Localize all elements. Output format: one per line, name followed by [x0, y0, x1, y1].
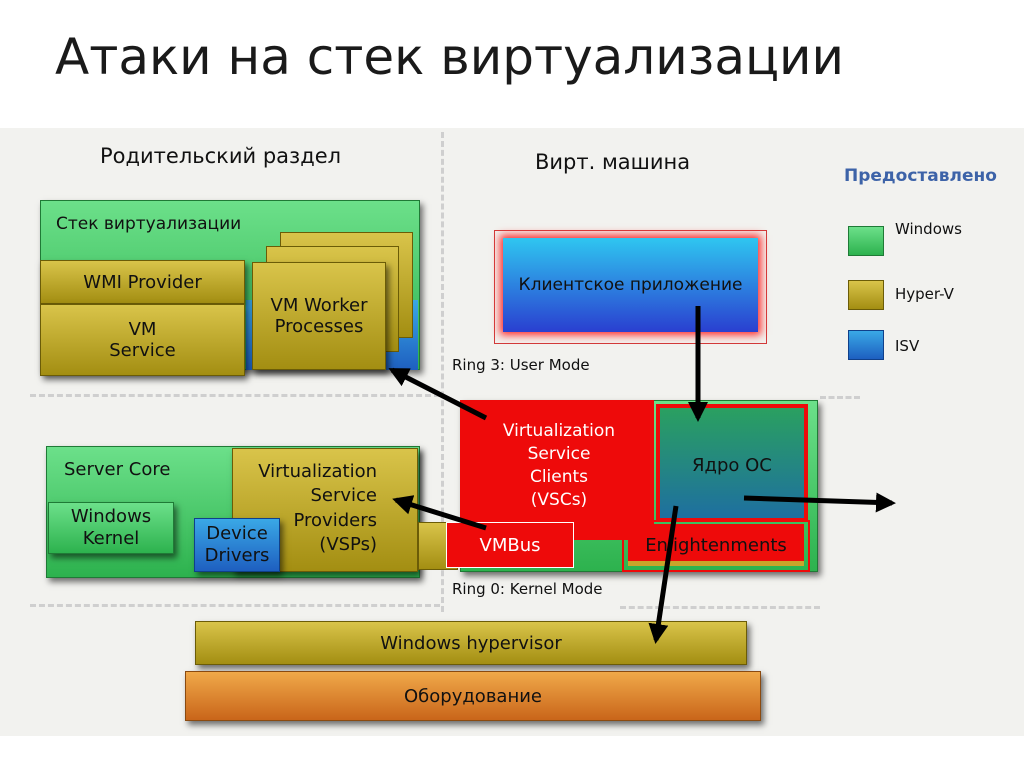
vm-service-line2: Service [109, 340, 176, 361]
ring3-label: Ring 3: User Mode [452, 356, 590, 374]
os-kernel-label: Ядро ОС [692, 455, 772, 476]
legend-swatch-isv [848, 330, 884, 360]
vm-heading: Вирт. машина [535, 150, 691, 174]
vsp-label: Virtualization Service Providers (VSPs) [240, 460, 377, 557]
vsc-line1: Virtualization [502, 421, 616, 441]
device-drivers-line1: Device [206, 523, 268, 545]
ring-divider-left-upper [30, 394, 440, 397]
legend-label-isv: ISV [895, 337, 920, 355]
legend-label-windows: Windows [895, 220, 962, 238]
vsp-line4: (VSPs) [319, 533, 377, 555]
enlightenments-label: Enlightenments [645, 534, 787, 556]
slide-title: Атаки на стек виртуализации [55, 28, 845, 86]
arrow-kernel-outward [743, 492, 896, 513]
parent-partition-heading: Родительский раздел [100, 144, 342, 168]
windows-kernel-line1: Windows [70, 505, 152, 527]
hypervisor-box: Windows hypervisor [195, 621, 747, 665]
arrow-vsc-to-worker [388, 367, 488, 421]
client-app-box: Клиентское приложение [503, 238, 758, 332]
server-core-label: Server Core [64, 459, 171, 480]
vm-worker-line2: Processes [274, 316, 364, 337]
ring-divider-right-upper [820, 396, 860, 399]
vsp-line2: Service [310, 485, 377, 507]
client-app-frame [494, 230, 767, 344]
enlightenments-box: Enlightenments [628, 524, 804, 566]
vsc-line2: Service [527, 443, 591, 464]
arrow-vmbus-to-vsp [392, 495, 487, 531]
os-kernel-box [656, 404, 808, 522]
vsc-line3: Clients [529, 466, 589, 487]
legend-label-hyperv: Hyper-V [895, 285, 954, 303]
device-drivers-box: Device Drivers [194, 518, 280, 572]
vsc-label: Virtualization Service Clients (VSCs) [470, 420, 648, 512]
enlightenments-frame [622, 520, 810, 572]
vm-worker-line1: VM Worker [270, 295, 368, 316]
vm-service-line1: VM [128, 319, 157, 340]
vsp-line1: Virtualization [258, 461, 377, 482]
wmi-provider-label: WMI Provider [83, 271, 202, 293]
vmbus-box: VMBus [446, 522, 574, 568]
hardware-box: Оборудование [185, 671, 761, 721]
legend-swatch-windows [848, 226, 884, 256]
vsc-box [460, 400, 654, 540]
hardware-label: Оборудование [404, 685, 542, 707]
windows-kernel-line2: Kernel [82, 528, 140, 549]
vsp-line3: Providers [293, 509, 378, 531]
arrow-kernel-to-hypervisor [648, 505, 679, 644]
vsc-line4: (VSCs) [530, 489, 588, 510]
vm-worker-processes-box: VM Worker Processes [252, 262, 386, 370]
vmbus-label: VMBus [479, 534, 541, 556]
ring0-label: Ring 0: Kernel Mode [452, 580, 603, 598]
virtualization-stack-label: Стек виртуализации [56, 214, 242, 234]
partition-divider [441, 132, 444, 612]
device-drivers-line2: Drivers [204, 545, 270, 566]
legend-swatch-hyperv [848, 280, 884, 310]
hypervisor-label: Windows hypervisor [380, 632, 562, 654]
ring-divider-right-lower [620, 606, 820, 609]
ring-divider-left-lower [30, 604, 440, 607]
vm-service-box: VM Service [40, 304, 245, 376]
wmi-provider-box: WMI Provider [40, 260, 245, 304]
windows-kernel-box: Windows Kernel [48, 502, 174, 554]
legend-title: Предоставлено [844, 166, 997, 186]
client-app-label: Клиентское приложение [518, 275, 743, 295]
